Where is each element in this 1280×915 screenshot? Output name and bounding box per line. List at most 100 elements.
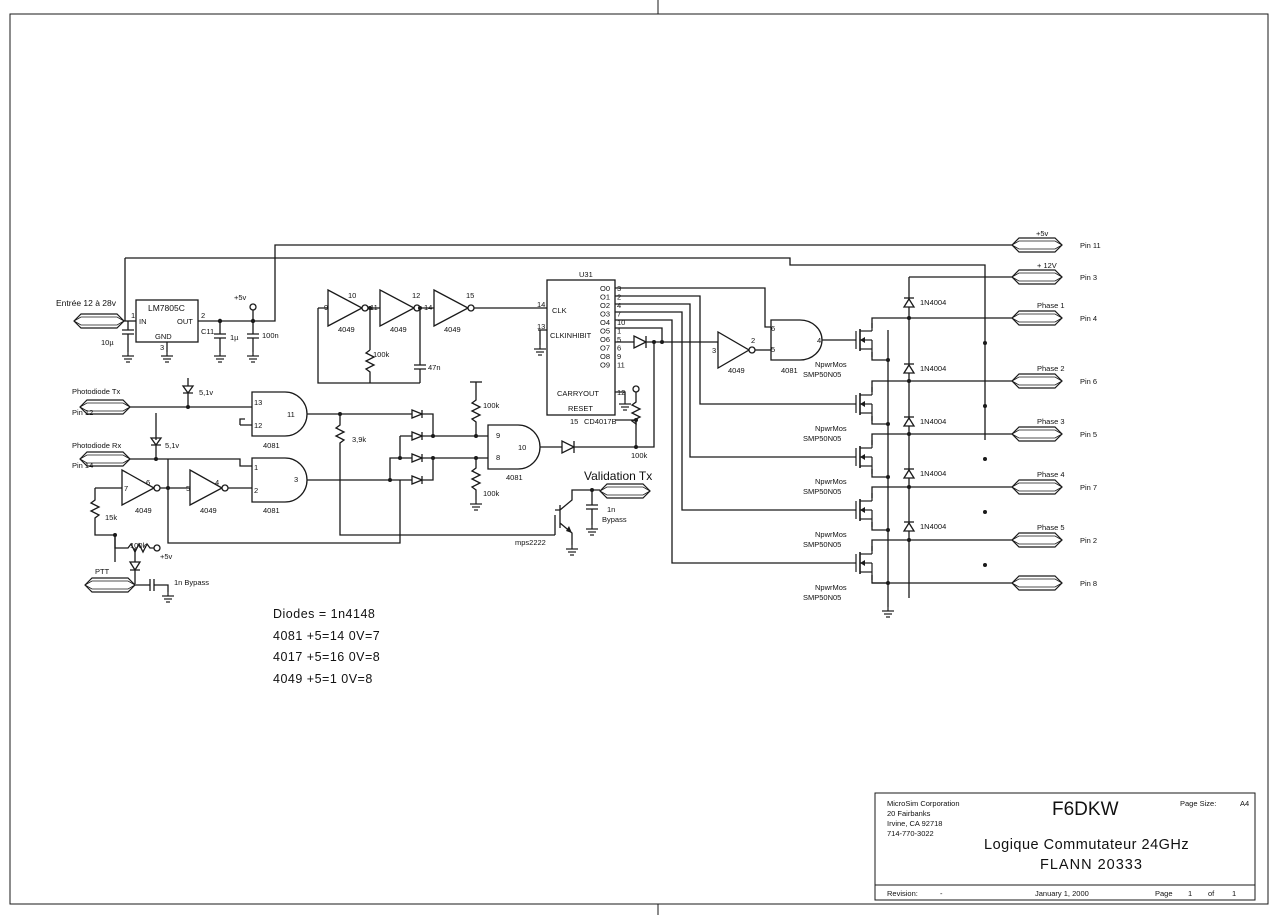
author: F6DKW (1052, 799, 1119, 820)
diode-label-5: 1N4004 (920, 522, 946, 531)
gate2-out: 3 (294, 475, 298, 484)
r-15k-value: 15k (105, 513, 117, 522)
phase-3-port (1011, 426, 1063, 442)
notes: Diodes = 1n4148 4081 +5=14 0V=7 4017 +5=… (273, 607, 380, 686)
regulator-name: LM7805C (148, 303, 185, 313)
oscillator: 9 10 11 12 14 15 4049 4049 4049 100k 47n (317, 288, 547, 384)
mosfet-2 (849, 386, 873, 422)
phase-and-chip: 4081 (781, 366, 798, 375)
counter-output-pin-8: 9 (617, 352, 621, 361)
gate2-chip: 4081 (263, 506, 280, 515)
mosfet-part-3: SMP50N05 (803, 487, 841, 496)
counter-output-9: O9 (600, 361, 610, 370)
pin11-label: Pin 11 (1080, 241, 1101, 250)
mosfet-label-1: NpwrMos (815, 360, 847, 369)
ptt-port (84, 577, 136, 593)
counter-output-pin-9: 11 (617, 361, 625, 370)
regulator-pin2: 2 (201, 311, 205, 320)
gate3-in-a: 9 (496, 431, 500, 440)
phase-3-pin: Pin 5 (1080, 430, 1097, 439)
phase-2-label: Phase 2 (1037, 364, 1065, 373)
note-4081: 4081 +5=14 0V=7 (273, 629, 380, 643)
company-phone: 714-770-3022 (887, 829, 934, 838)
osc-inverter-3 (433, 288, 470, 328)
counter-output-pin-4: 10 (617, 318, 625, 327)
osc-inverter-1 (327, 288, 364, 328)
inv1-in: 7 (124, 484, 128, 493)
photodiode-tx-pin: Pin 12 (72, 408, 93, 417)
cap-input-value: 10µ (101, 338, 114, 347)
phase-4-pin: Pin 7 (1080, 483, 1097, 492)
counter-body (546, 279, 616, 416)
counter-output-6: O6 (600, 335, 610, 344)
input-label: Entrée 12 à 28v (56, 298, 117, 308)
plus5-out-label: +5v (1036, 229, 1049, 238)
phase-1-label: Phase 1 (1037, 301, 1065, 310)
page-total: 1 (1232, 889, 1236, 898)
detect-and-gate-3 (487, 424, 541, 470)
diode-1n4004-5 (902, 521, 916, 532)
company-street: 20 Fairbanks (887, 809, 931, 818)
pin8-label: Pin 8 (1080, 579, 1097, 588)
counter-output-7: O7 (600, 344, 610, 353)
mosfet-3 (849, 439, 873, 475)
r-100k-bot: 100k (483, 489, 500, 498)
photodiode-rx-pin: Pin 14 (72, 461, 93, 470)
counter-output-0: O0 (600, 284, 610, 293)
gate3-in-b: 8 (496, 453, 500, 462)
cap-out2-value: 100n (262, 331, 279, 340)
note-4017: 4017 +5=16 0V=8 (273, 650, 380, 664)
counter-cd4017: U31 CLK CLKINHIBIT CARRYOUT RESET 14 13 … (533, 270, 648, 460)
diode-matrix (411, 409, 424, 485)
inv1-out: 6 (146, 478, 150, 487)
osc-pin15: 15 (466, 291, 474, 300)
ptt-plus5: +5v (160, 552, 173, 561)
gate2-in-b: 2 (254, 486, 258, 495)
validation-tx-label: Validation Tx (584, 469, 652, 483)
detect-and-gate-2 (251, 457, 308, 503)
mosfet-part-4: SMP50N05 (803, 540, 841, 549)
counter-output-5: O5 (600, 327, 610, 336)
mosfet-label-4: NpwrMos (815, 530, 847, 539)
counter-output-pin-7: 6 (617, 344, 621, 353)
detection-logic: Photodiode Tx Pin 12 Photodiode Rx Pin 1… (72, 342, 655, 603)
osc-cap-value: 47n (428, 363, 441, 372)
mosfet-part-1: SMP50N05 (803, 370, 841, 379)
counter-clkinhibit-label: CLKINHIBIT (550, 331, 592, 340)
phase-and-in-a: 6 (771, 324, 775, 333)
photodiode-tx-label: Photodiode Tx (72, 387, 120, 396)
gate3-out: 10 (518, 443, 526, 452)
osc-chip-1: 4049 (338, 325, 355, 334)
revision-label: Revision: (887, 889, 918, 898)
regulator-ref: C11 (201, 327, 214, 336)
counter-output-3: O3 (600, 310, 610, 319)
counter-name: CD4017B (584, 417, 617, 426)
diode-1n4004-3 (902, 416, 916, 427)
diode-1n4004-2 (902, 363, 916, 374)
of-label: of (1208, 889, 1215, 898)
phase-5-label: Phase 5 (1037, 523, 1065, 532)
phase-2-port (1011, 373, 1063, 389)
regulator-out-label: OUT (177, 317, 193, 326)
note-4049: 4049 +5=1 0V=8 (273, 672, 373, 686)
diode-label-3: 1N4004 (920, 417, 946, 426)
counter-output-8: O8 (600, 352, 610, 361)
mosfet-1 (849, 322, 873, 358)
gate1-in-a: 13 (254, 398, 262, 407)
counter-pin13: 13 (537, 322, 545, 331)
osc-inverter-2 (379, 288, 416, 328)
phase-3-label: Phase 3 (1037, 417, 1065, 426)
counter-output-1: O1 (600, 293, 610, 302)
inv1-chip: 4049 (135, 506, 152, 515)
regulator-in-label: IN (139, 317, 147, 326)
phase-4-port (1011, 479, 1063, 495)
osc-pin12: 12 (412, 291, 420, 300)
counter-pin14: 14 (537, 300, 545, 309)
validation-tx-port (599, 483, 651, 499)
validation-bypass-2: Bypass (602, 515, 627, 524)
photodiode-rx-label: Photodiode Rx (72, 441, 121, 450)
r-100k-top: 100k (483, 401, 500, 410)
counter-clk-label: CLK (552, 306, 567, 315)
gate2-in-a: 1 (254, 463, 258, 472)
regulator-pin1: 1 (131, 311, 135, 320)
